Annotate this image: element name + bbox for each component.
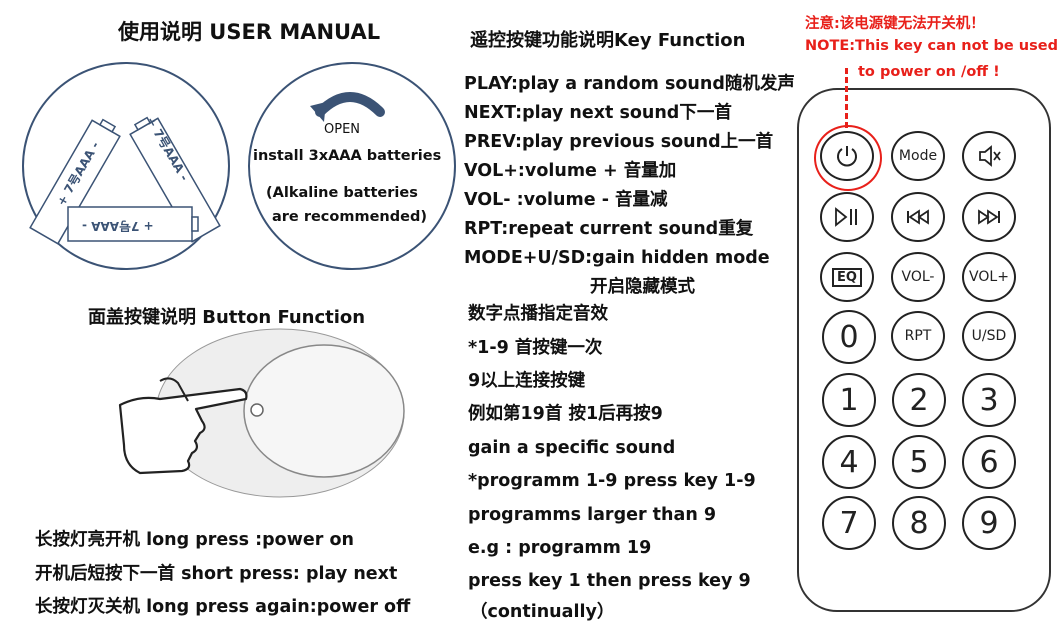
power-icon (837, 146, 857, 167)
num-6-label: 6 (979, 444, 999, 480)
key-line: PLAY:play a random sound随机发声 (464, 74, 795, 94)
rpt-label: RPT (904, 328, 932, 344)
key-line: e.g : programm 19 (468, 538, 652, 558)
power-highlight-ring (814, 125, 882, 191)
key-line: 开启隐藏模式 (590, 277, 695, 297)
num-2-button[interactable]: 2 (892, 373, 946, 427)
num-7-label: 7 (839, 505, 859, 541)
vol-plus-label: VOL+ (969, 269, 1009, 285)
num-0-label: 0 (839, 319, 859, 355)
num-9-button[interactable]: 9 (962, 496, 1016, 550)
mode-button[interactable]: Mode (891, 131, 945, 181)
key-line: gain a specific sound (468, 438, 676, 458)
num-4-label: 4 (839, 444, 859, 480)
notice-en-line2: to power on /off ! (858, 64, 1000, 80)
num-6-button[interactable]: 6 (962, 435, 1016, 489)
button-line-2: 开机后短按下一首 short press: play next (35, 564, 398, 584)
vol-plus-button[interactable]: VOL+ (962, 252, 1016, 302)
manual-title: 使用说明 USER MANUAL (118, 20, 381, 44)
pointing-hand-icon (118, 387, 248, 475)
key-line: *1-9 首按键一次 (468, 338, 603, 358)
notice-en-line1: NOTE:This key can not be used (805, 38, 1058, 54)
battery-compartment-circle (22, 62, 230, 270)
next-icon (978, 209, 1000, 225)
key-function-title: 遥控按键功能说明Key Function (470, 30, 746, 51)
open-arrow-icon (315, 92, 385, 117)
next-button[interactable] (962, 192, 1016, 242)
key-line: 例如第19首 按1后再按9 (468, 404, 663, 424)
battery-right (129, 116, 221, 243)
vol-minus-label: VOL- (901, 269, 935, 285)
num-3-button[interactable]: 3 (962, 373, 1016, 427)
key-line: press key 1 then press key 9 (468, 571, 751, 591)
install-text: install 3xAAA batteries (253, 148, 442, 164)
num-0-button[interactable]: 0 (822, 310, 876, 364)
num-5-button[interactable]: 5 (892, 435, 946, 489)
num-4-button[interactable]: 4 (822, 435, 876, 489)
mode-label: Mode (898, 148, 938, 164)
num-8-label: 8 (909, 505, 929, 541)
play-pause-icon (835, 207, 857, 227)
battery-left (29, 118, 121, 245)
battery-illustration (22, 62, 456, 270)
mute-button[interactable] (962, 131, 1016, 181)
eq-button[interactable]: EQ (820, 252, 874, 302)
key-line: NEXT:play next sound下一首 (464, 103, 732, 123)
key-line: *programm 1-9 press key 1-9 (468, 471, 756, 491)
key-line: MODE+U/SD:gain hidden mode (464, 248, 770, 268)
num-7-button[interactable]: 7 (822, 496, 876, 550)
button-function-title: 面盖按键说明 Button Function (88, 307, 366, 328)
eq-label: EQ (832, 267, 862, 287)
num-1-button[interactable]: 1 (822, 373, 876, 427)
play-button[interactable] (820, 192, 874, 242)
power-button[interactable] (820, 131, 874, 181)
usd-label: U/SD (971, 328, 1007, 344)
num-8-button[interactable]: 8 (892, 496, 946, 550)
open-label: OPEN (324, 122, 361, 137)
num-1-label: 1 (839, 382, 859, 418)
usd-button[interactable]: U/SD (962, 311, 1016, 361)
key-line: PREV:play previous sound上一首 (464, 132, 774, 152)
num-2-label: 2 (909, 382, 929, 418)
num-3-label: 3 (979, 382, 999, 418)
num-9-label: 9 (979, 505, 999, 541)
mute-icon (979, 145, 1001, 167)
key-line: RPT:repeat current sound重复 (464, 219, 754, 239)
key-line: programms larger than 9 (468, 505, 717, 525)
prev-button[interactable] (891, 192, 945, 242)
battery-bottom-label: + 7号AAA - (82, 219, 154, 233)
key-line: （continually） (470, 602, 615, 622)
key-line: VOL+:volume + 音量加 (464, 161, 677, 181)
alkaline-line1: (Alkaline batteries (266, 185, 418, 201)
num-5-label: 5 (909, 444, 929, 480)
prev-icon (907, 209, 929, 225)
power-button-illustration (118, 328, 405, 498)
notice-cn: 注意:该电源键无法开关机！ (805, 16, 985, 32)
install-info-circle (248, 62, 456, 270)
key-line: 9以上连接按键 (468, 371, 586, 391)
button-line-1: 长按灯亮开机 long press :power on (35, 530, 354, 550)
notice-dashed-line (845, 68, 848, 128)
button-line-3: 长按灯灭关机 long press again:power off (35, 597, 411, 617)
rpt-button[interactable]: RPT (891, 311, 945, 361)
key-line: VOL- :volume - 音量减 (464, 190, 668, 210)
vol-minus-button[interactable]: VOL- (891, 252, 945, 302)
alkaline-line2: are recommended) (272, 209, 427, 225)
button-led-icon (250, 403, 264, 417)
key-line: 数字点播指定音效 (468, 304, 608, 324)
battery-bottom (67, 206, 199, 242)
